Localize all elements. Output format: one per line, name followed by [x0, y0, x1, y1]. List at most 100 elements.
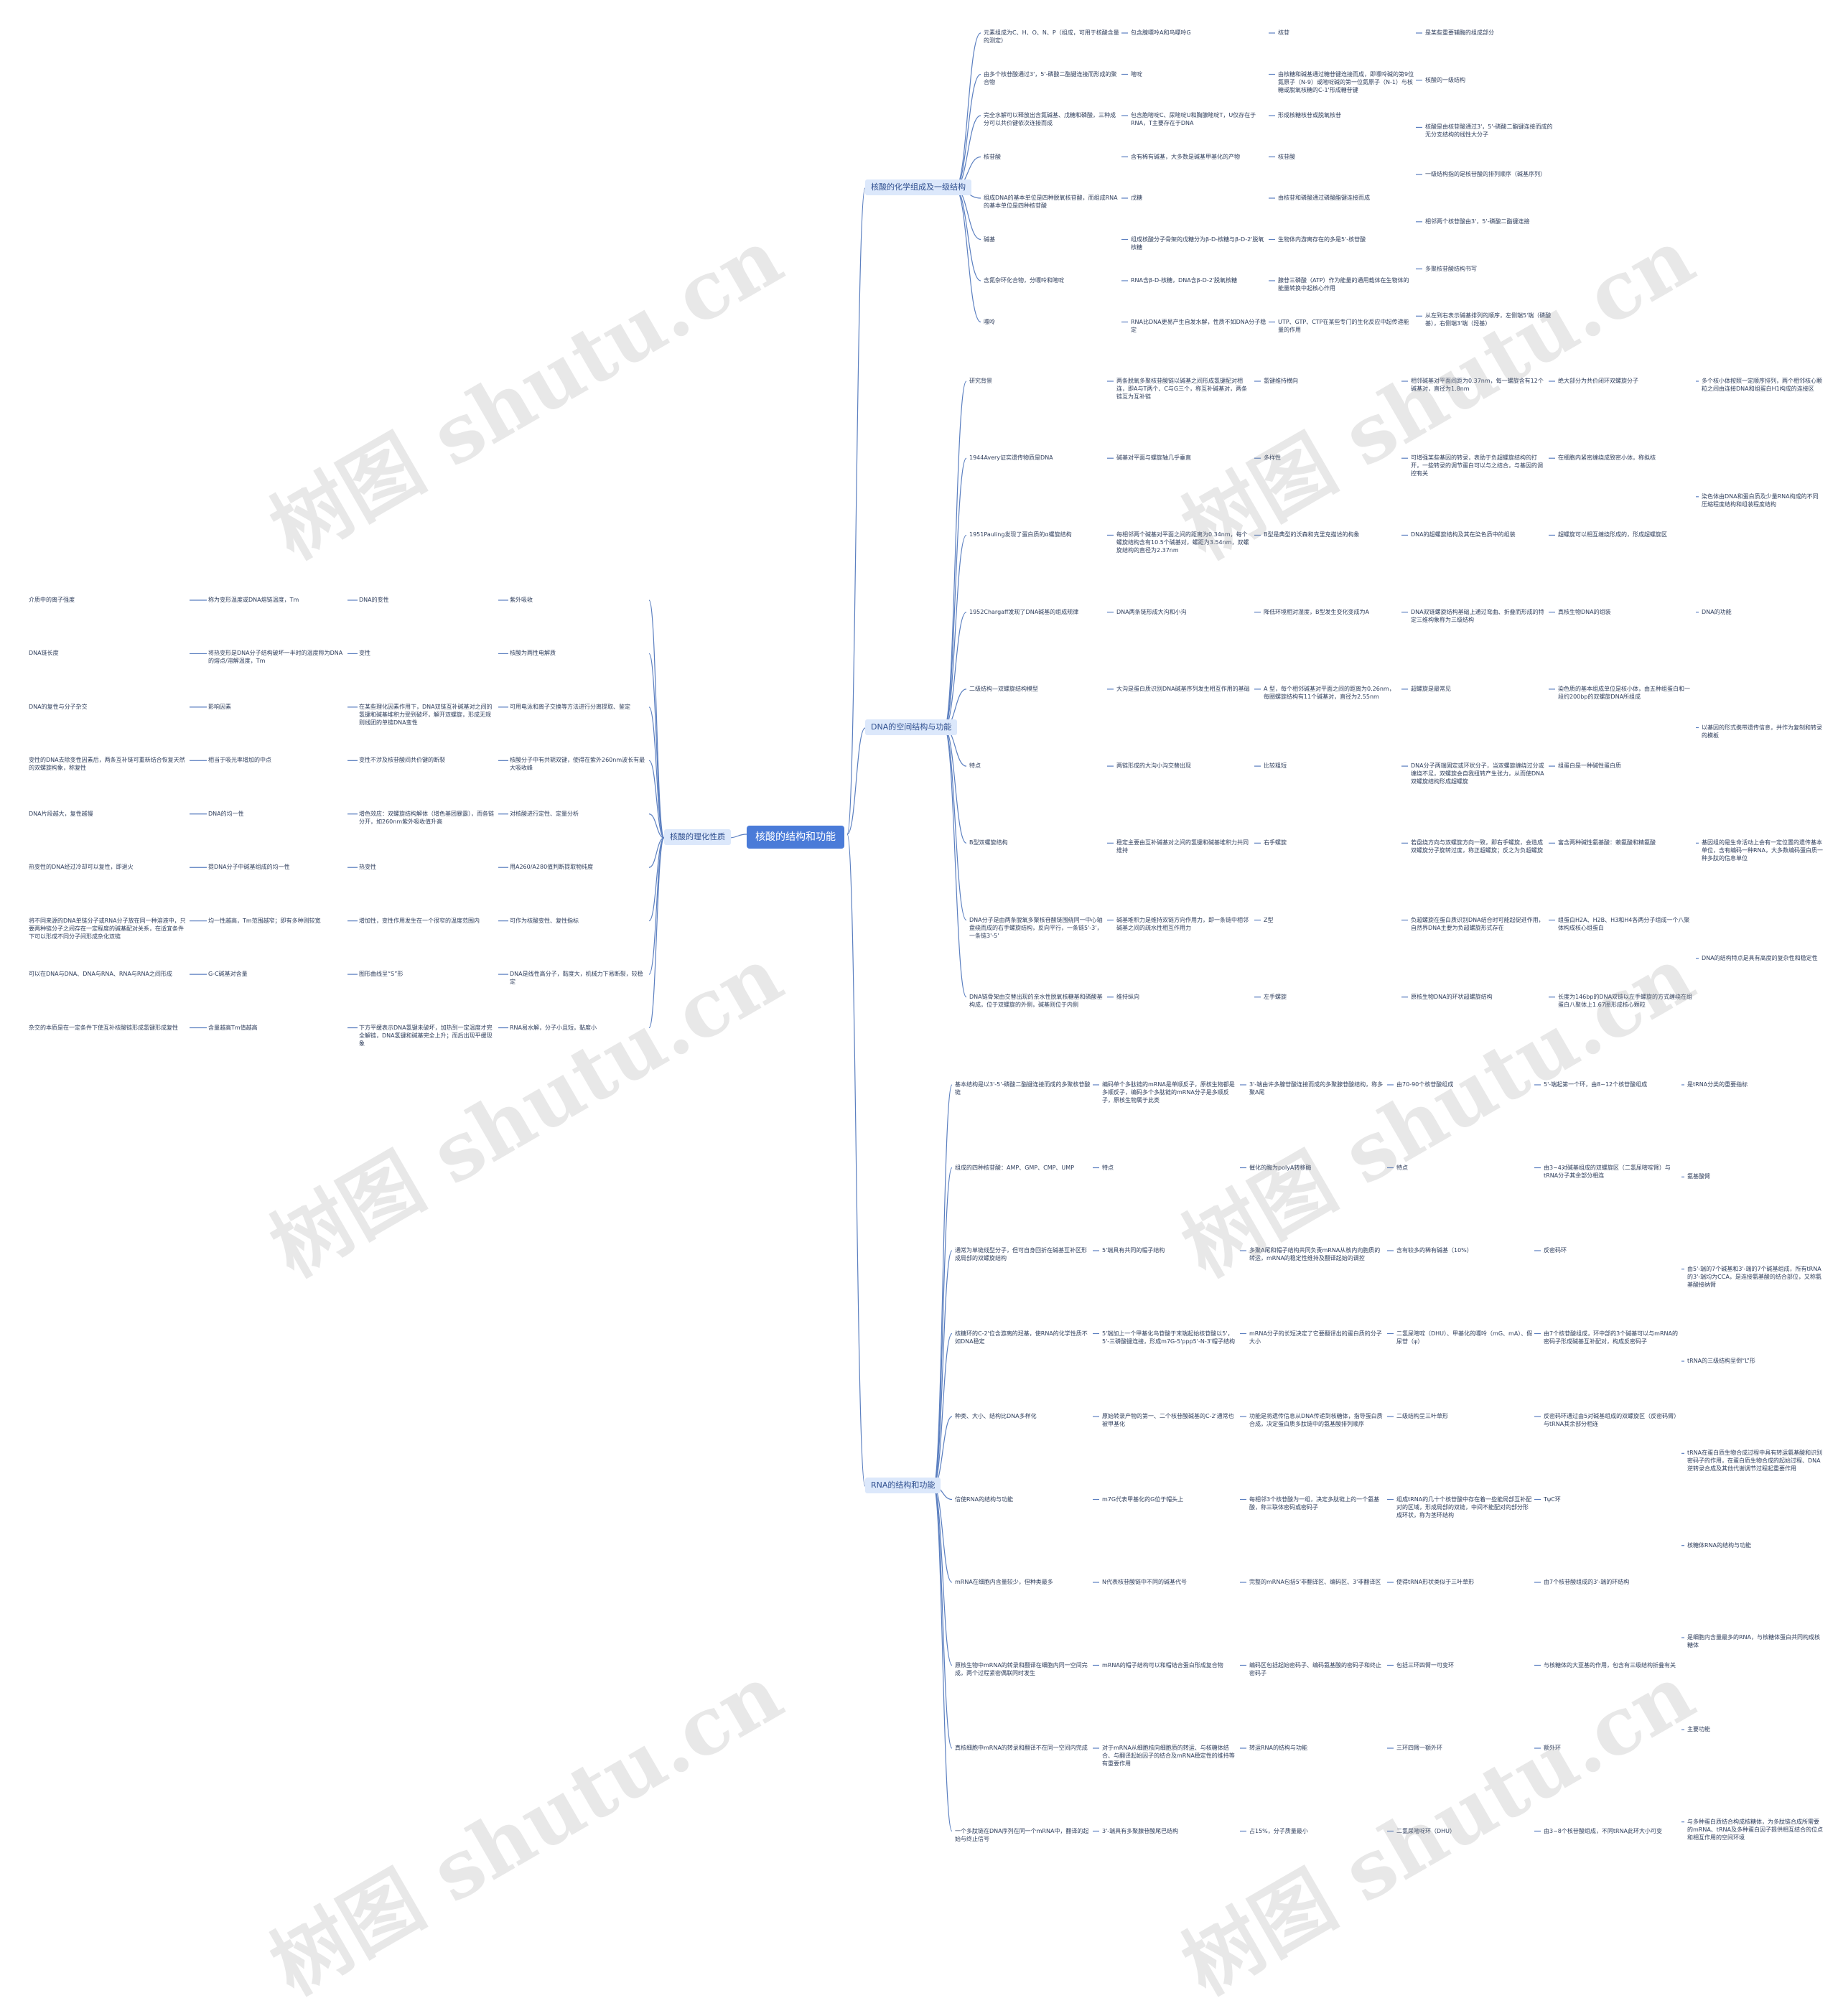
mindmap-node[interactable]: 热变性: [359, 864, 376, 871]
mindmap-node[interactable]: 相当于吸光率增加的中点: [208, 757, 271, 764]
mindmap-node[interactable]: tRNA的三级结构呈倒“L”形: [1687, 1358, 1755, 1364]
mindmap-node[interactable]: 信使RNA的结构与功能: [955, 1495, 1014, 1503]
mindmap-node[interactable]: 主要功能: [1687, 1726, 1710, 1733]
mindmap-node[interactable]: 可用电泳和离子交换等方法进行分离提取、鉴定: [510, 703, 630, 710]
mindmap-node[interactable]: 氢键维持横向: [1264, 378, 1298, 384]
mindmap-node[interactable]: 核酸分子中有共轭双键，使得在紫外260nm波长有最大吸收峰: [510, 757, 645, 772]
mindmap-node[interactable]: 用A260/A280值判断提取物纯度: [510, 864, 594, 871]
mindmap-node[interactable]: 三环四臂一额外环: [1396, 1745, 1442, 1751]
mindmap-node[interactable]: 每相邻两个碱基对平面之间的距离为0.34nm，每个螺旋结构含有10.5个碱基对，…: [1116, 531, 1249, 554]
mindmap-node[interactable]: 核糖环的C-2'位含游离的羟基，使RNA的化学性质不如DNA稳定: [955, 1330, 1088, 1345]
mindmap-node[interactable]: G-C碱基对含量: [208, 971, 248, 978]
mindmap-node[interactable]: 对于mRNA从细胞核向细胞质的转运、与核糖体结合、与翻译起始因子的结合及mRNA…: [1102, 1745, 1235, 1767]
mindmap-node[interactable]: 组成核酸分子骨架的戊糖分为β-D-核糖与β-D-2'脱氧核糖: [1131, 235, 1264, 251]
mindmap-node[interactable]: 下方平缓表示DNA氢键未破坏，加热到一定温度才完全解链，DNA氢键和碱基完全上升…: [359, 1024, 493, 1047]
mindmap-node[interactable]: 是某些重要辅酶的组成部分: [1425, 29, 1494, 36]
mindmap-node[interactable]: 维持纵向: [1116, 993, 1139, 1000]
mindmap-node[interactable]: 5'端具有共同的帽子结构: [1102, 1247, 1165, 1254]
mindmap-node[interactable]: B型双螺旋结构: [969, 839, 1008, 846]
mindmap-node[interactable]: 负超螺旋在蛋白质识别DNA结合时可能起促进作用，自然界DNA主要为负超螺旋形式存…: [1411, 916, 1544, 931]
mindmap-node[interactable]: 两链形成的大沟小沟交替出现: [1116, 762, 1191, 770]
mindmap-node[interactable]: 完整的mRNA包括5'非翻译区、编码区、3'非翻译区: [1249, 1579, 1381, 1585]
mindmap-node[interactable]: 含有较多的稀有碱基（10%）: [1396, 1247, 1473, 1254]
mindmap-node[interactable]: 可增强某些基因的转录，表助于负超螺旋结构的打开，一些转录的调节蛋白可以与之结合，…: [1411, 454, 1543, 477]
branch-dna-structure[interactable]: DNA的空间结构与功能: [865, 719, 958, 735]
mindmap-node[interactable]: DNA双链螺旋结构基础上通过弯曲、折叠而形成的特定三维构象称为三级结构: [1411, 608, 1544, 623]
mindmap-node[interactable]: 5'-端起第一个环，由8~12个核苷酸组成: [1544, 1081, 1648, 1088]
mindmap-node[interactable]: 特点: [1102, 1164, 1114, 1171]
mindmap-node[interactable]: m7G代表甲基化的G位于帽头上: [1102, 1495, 1184, 1503]
mindmap-node[interactable]: 核酸是由核苷酸通过3'，5'-磷酸二酯键连接而成的无分支结构的线性大分子: [1425, 123, 1553, 139]
mindmap-node[interactable]: 由3~8个核苷酸组成，不同tRNA此环大小可变: [1544, 1827, 1663, 1834]
mindmap-node[interactable]: 变性的DNA去除变性因素后，两条互补链可重新结合恢复天然的双螺旋构象，称复性: [29, 757, 185, 772]
mindmap-node[interactable]: 二氢尿嘧啶环（DHU）: [1396, 1827, 1456, 1834]
mindmap-node[interactable]: DNA片段越大，复性越慢: [29, 810, 93, 817]
mindmap-node[interactable]: 多聚核苷酸结构书写: [1425, 265, 1477, 272]
mindmap-node[interactable]: 组成的四种核苷酸：AMP、GMP、CMP、UMP: [955, 1164, 1075, 1171]
mindmap-node[interactable]: 催化的酶为polyA转移酶: [1249, 1164, 1312, 1171]
mindmap-node[interactable]: 二级结构呈三叶草形: [1396, 1413, 1448, 1419]
mindmap-node[interactable]: mRNA分子的长短决定了它要翻译出的蛋白质的分子大小: [1249, 1330, 1382, 1345]
mindmap-node[interactable]: 转运RNA的结构与功能: [1249, 1745, 1308, 1751]
mindmap-node[interactable]: 与多种蛋白质结合构成核糖体，为多肽链合成所需要的mRNA、tRNA及多种蛋白因子…: [1687, 1818, 1823, 1841]
mindmap-node[interactable]: 种类、大小、结构比DNA多样化: [955, 1413, 1037, 1419]
mindmap-node[interactable]: TψC环: [1544, 1495, 1561, 1503]
mindmap-node[interactable]: 二级结构—双螺旋结构模型: [969, 685, 1038, 692]
mindmap-node[interactable]: 称为变形温度或DNA熔链温度，Tm: [208, 597, 299, 603]
mindmap-node[interactable]: N代表核苷酸链中不同的碱基代号: [1102, 1579, 1187, 1585]
mindmap-node[interactable]: DNA的复性与分子杂交: [29, 703, 88, 710]
mindmap-node[interactable]: 特点: [1396, 1164, 1408, 1171]
mindmap-node[interactable]: mRNA在细胞内含量较少，但种类最多: [955, 1579, 1053, 1585]
mindmap-node[interactable]: 紫外吸收: [510, 597, 533, 603]
mindmap-node[interactable]: 腺苷三磷酸（ATP）作为能量的通用载体在生物体的能量转换中起核心作用: [1278, 277, 1409, 291]
mindmap-node[interactable]: 相邻两个核苷酸由3'，5'-磷酸二酯键连接: [1425, 218, 1530, 225]
mindmap-node[interactable]: 长度为146bp的DNA双链以左手螺旋的方式缠绕在组蛋白八聚体上1.67圈形成核…: [1558, 993, 1693, 1008]
mindmap-node[interactable]: 5'端加上一个甲基化鸟苷酸于末端起始核苷酸以5'，5'-三磷酸键连接，形成m7G…: [1102, 1330, 1236, 1345]
mindmap-node[interactable]: 杂交的本质是在一定条件下使互补核酸链形成氢键形成复性: [29, 1024, 178, 1031]
mindmap-node[interactable]: 核苷: [1278, 29, 1289, 36]
branch-chemical-composition[interactable]: 核酸的化学组成及一级结构: [865, 179, 971, 195]
mindmap-node[interactable]: 降低环境相对湿度，B型发生变化变成为A: [1264, 608, 1369, 615]
root-node[interactable]: 核酸的结构和功能: [747, 826, 844, 849]
mindmap-node[interactable]: 一个多肽链在DNA序列在同一个mRNA中，翻译的起始与终止信号: [955, 1827, 1089, 1842]
mindmap-node[interactable]: 左手螺旋: [1264, 993, 1287, 1000]
mindmap-node[interactable]: 包括三环四臂一可变环: [1396, 1661, 1454, 1669]
mindmap-node[interactable]: 编码区包括起始密码子、编码氨基酸的密码子和终止密码子: [1249, 1661, 1381, 1676]
mindmap-node[interactable]: 包含胞嘧啶C、尿嘧啶U和胸腺嘧啶T，U仅存在于RNA，T主要存在于DNA: [1131, 112, 1256, 126]
mindmap-node[interactable]: 碱基堆积力是维持双链方向作用力，即一条链中相邻碱基之间的疏水性相互作用力: [1116, 916, 1249, 931]
mindmap-node[interactable]: 在细胞内紧密缠绕成致密小体，称拟核: [1558, 454, 1656, 462]
mindmap-node[interactable]: 原始转录产物的第一、二个核苷酸碱基的C-2'通常也被甲基化: [1102, 1413, 1234, 1427]
mindmap-node[interactable]: A 型，每个相邻碱基对平面之间的距离为0.26nm，每圈螺旋结构有11个碱基对，…: [1264, 685, 1395, 700]
mindmap-node[interactable]: DNA链骨架由交替出现的亲水性脱氧核糖基和磷酸基构成，位于双螺旋的外侧，碱基则位…: [969, 993, 1103, 1008]
mindmap-node[interactable]: 组成tRNA的几十个核苷酸中存在着一些能局部互补配对的区域，形成局部的双链，中间…: [1396, 1495, 1532, 1518]
mindmap-node[interactable]: 嘧啶: [1131, 70, 1142, 78]
mindmap-node[interactable]: 包含腺嘌呤A和鸟嘌呤G: [1131, 29, 1191, 36]
mindmap-node[interactable]: 变性: [359, 650, 370, 657]
mindmap-node[interactable]: 由核苷和磷酸通过磷酸酯键连接而成: [1278, 195, 1370, 201]
branch-rna-structure[interactable]: RNA的结构和功能: [865, 1478, 941, 1493]
mindmap-node[interactable]: 元素组成为C、H、O、N、P（组成，可用于核酸含量的测定）: [984, 29, 1119, 44]
mindmap-node[interactable]: 含量越高Tm值越高: [208, 1024, 258, 1031]
mindmap-node[interactable]: 形成核糖核苷或脱氧核苷: [1278, 112, 1341, 118]
mindmap-node[interactable]: 在某些理化因素作用下，DNA双链互补碱基对之间的氢键和碱基堆积力受到破坏，解开双…: [359, 703, 493, 726]
mindmap-node[interactable]: 碱基: [984, 235, 995, 243]
mindmap-node[interactable]: 染色质的基本组成单位是核小体，由五种组蛋白和一段约200bp的双螺旋DNA所组成: [1558, 685, 1690, 700]
mindmap-node[interactable]: 提DNA分子中碱基组成的均一性: [208, 864, 290, 871]
mindmap-node[interactable]: 通常为单链线型分子，但可自身回折在碱基互补区形成局部的双螺旋结构: [955, 1247, 1087, 1261]
mindmap-node[interactable]: 对核酸进行定性、定量分析: [510, 810, 579, 817]
mindmap-node[interactable]: DNA的均一性: [208, 810, 244, 817]
mindmap-node[interactable]: 富含两种碱性氨基酸：赖氨酸和精氨酸: [1558, 839, 1656, 846]
mindmap-node[interactable]: 多样性: [1264, 454, 1281, 462]
mindmap-node[interactable]: 核酸为两性电解质: [510, 650, 556, 657]
mindmap-node[interactable]: 多个核小体按照一定顺序排列，两个相邻核心颗粒之间由连接DNA和组蛋白H1构成的连…: [1702, 378, 1822, 392]
mindmap-node[interactable]: RNA易水解，分子小且短，黏度小: [510, 1024, 597, 1031]
mindmap-node[interactable]: DNA的功能: [1702, 608, 1732, 615]
mindmap-node[interactable]: 核苷酸: [1278, 153, 1295, 160]
mindmap-node[interactable]: 若盘绕方向与双螺旋方向一致，即右手螺旋，会造成双螺旋分子旋转过度，称正超螺旋；反…: [1411, 839, 1543, 854]
mindmap-node[interactable]: 增色效应：双螺旋结构解体（增色基团暴露），而各链分开，如260nm紫外吸收值升高: [359, 810, 494, 825]
mindmap-node[interactable]: 原核生物中mRNA的转录和翻译在细胞内同一空间完成，两个过程紧密偶联同时发生: [955, 1661, 1088, 1676]
branch-physicochemical[interactable]: 核酸的理化性质: [664, 829, 731, 845]
mindmap-node[interactable]: 核酸的一级结构: [1425, 76, 1465, 83]
mindmap-node[interactable]: RNA含β-D-核糖，DNA含β-D-2'脱氧核糖: [1131, 277, 1237, 284]
mindmap-node[interactable]: RNA比DNA更易产生自发水解，性质不如DNA分子稳定: [1131, 318, 1266, 333]
